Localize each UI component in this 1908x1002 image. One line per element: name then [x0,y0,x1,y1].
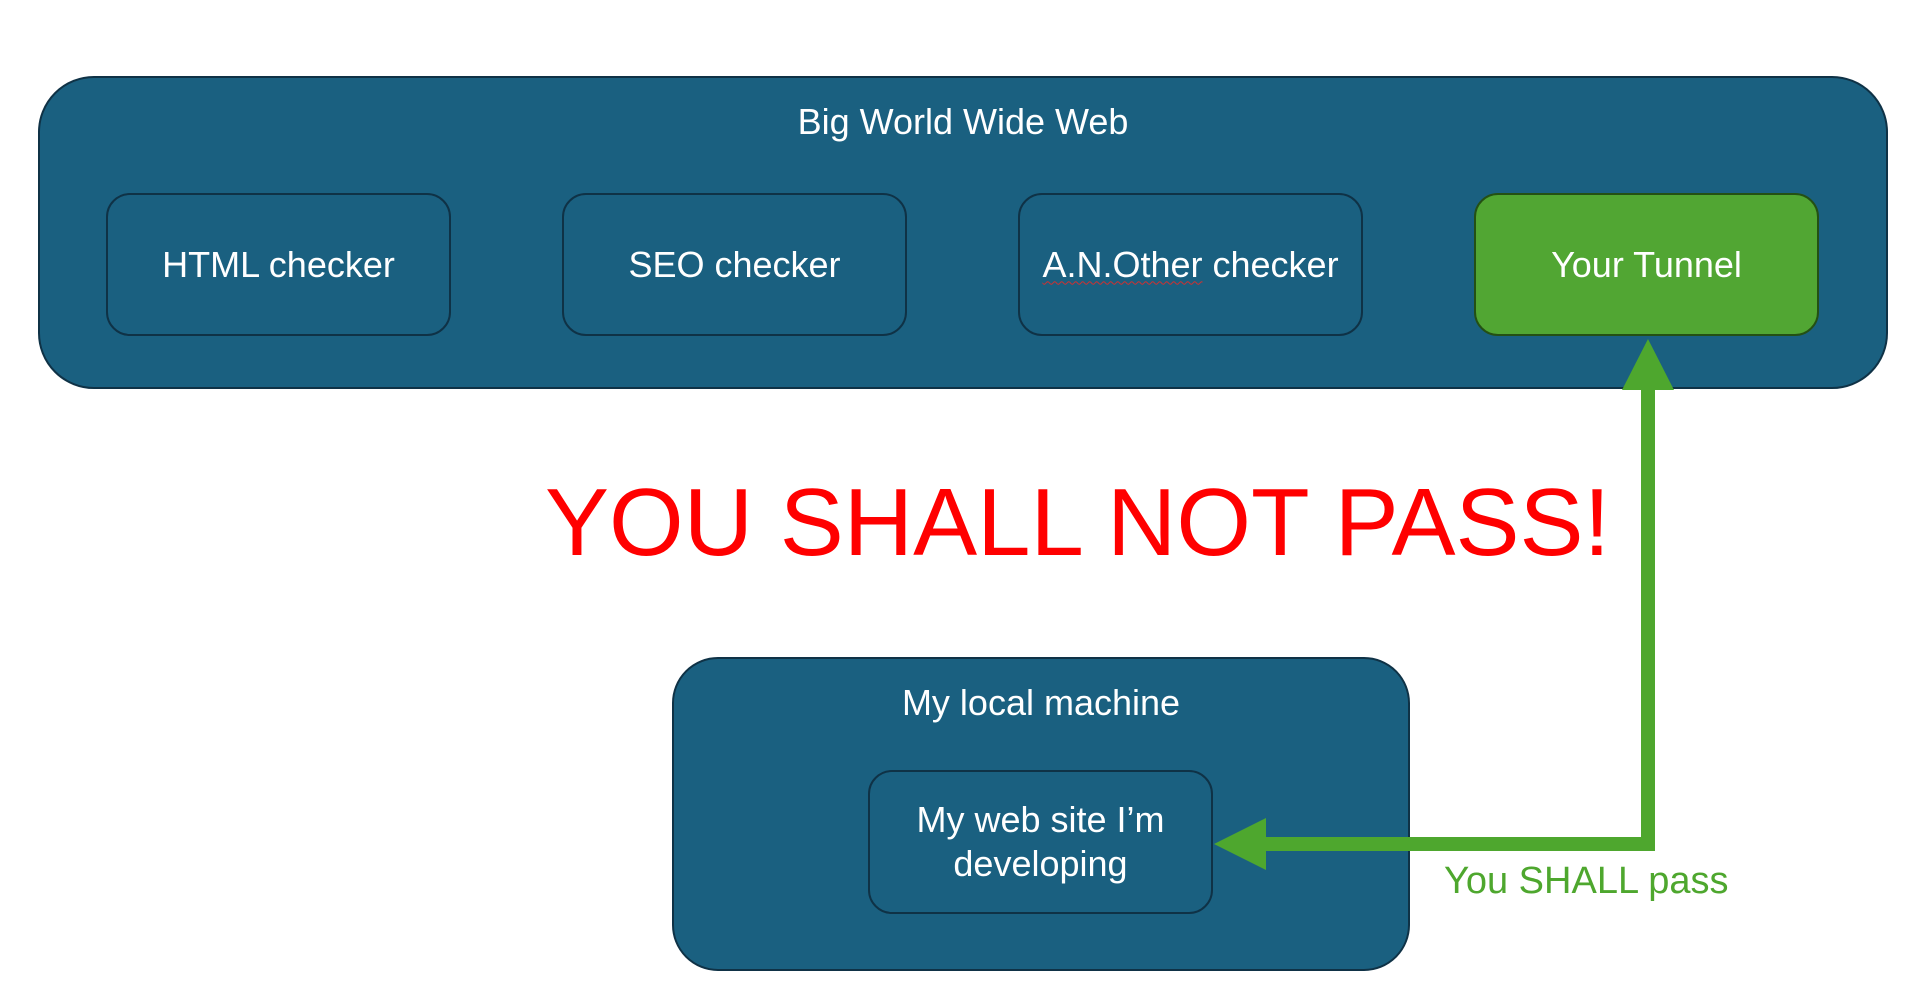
html-checker-label: HTML checker [162,243,395,285]
another-checker-label: A.N.Other checker [1042,243,1339,285]
your-tunnel-node: Your Tunnel [1474,193,1819,336]
your-tunnel-label: Your Tunnel [1551,243,1742,285]
tunnel-path-line [1262,382,1655,851]
html-checker-node: HTML checker [106,193,451,336]
local-machine-title: My local machine [901,682,1181,723]
seo-checker-node: SEO checker [562,193,907,336]
you-shall-not-pass-text: YOU SHALL NOT PASS! [545,469,1611,576]
arrowhead-left-icon [1214,818,1266,870]
local-machine-panel: My local machine [672,657,1410,971]
seo-checker-label: SEO checker [628,243,841,285]
another-checker-node: A.N.Other checker [1018,193,1363,336]
arrowhead-up-icon [1622,339,1674,390]
world-wide-web-title: Big World Wide Web [797,101,1129,142]
spellcheck-flagged-word: A.N.Other [1042,243,1203,285]
you-shall-pass-label: You SHALL pass [1444,860,1729,902]
